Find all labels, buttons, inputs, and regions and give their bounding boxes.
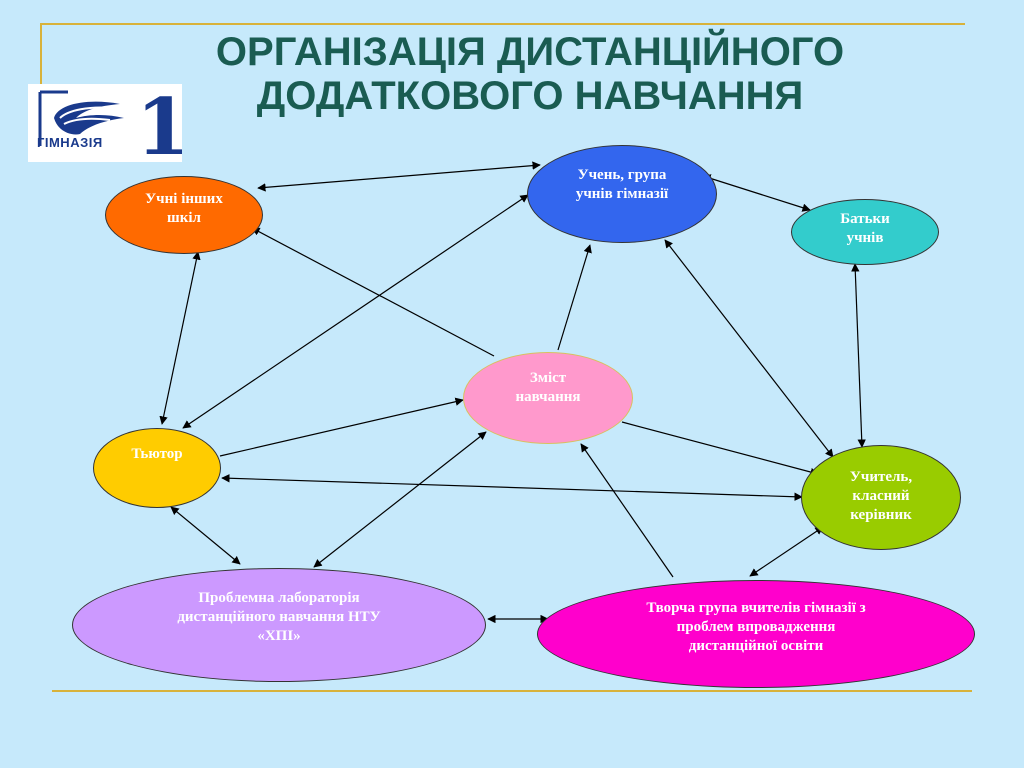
node-student-group: Учень, група учнів гімназії bbox=[527, 145, 717, 243]
title-line-1: ОРГАНІЗАЦІЯ ДИСТАНЦІЙНОГО bbox=[215, 30, 845, 74]
node-label-line: учнів bbox=[846, 230, 884, 246]
edge-tutor-teacher bbox=[221, 474, 803, 501]
page-title: ОРГАНІЗАЦІЯ ДИСТАНЦІЙНОГО ДОДАТКОВОГО НА… bbox=[120, 30, 940, 118]
node-label-line: навчання bbox=[515, 389, 581, 405]
node-label-line: Проблемна лабораторія bbox=[198, 590, 360, 606]
node-label-line: дистанційної освіти bbox=[688, 638, 824, 654]
node-label-line: Творча група вчителів гімназії з bbox=[646, 600, 866, 616]
node-label-line: Батьки bbox=[840, 211, 890, 227]
edge-others-student bbox=[257, 161, 541, 192]
node-other-schools-students: Учні інших шкіл bbox=[105, 176, 263, 254]
logo-text: ГІМНАЗІЯ bbox=[37, 135, 103, 150]
edge-lab-content bbox=[313, 431, 487, 568]
title-line-2: ДОДАТКОВОГО НАВЧАННЯ bbox=[256, 74, 804, 118]
edge-group-teacher bbox=[749, 526, 824, 577]
bottom-rule bbox=[52, 690, 972, 692]
edge-student-teacher bbox=[664, 239, 834, 458]
node-label-line: Учень, група bbox=[577, 167, 667, 183]
node-teacher: Учитель, класний керівник bbox=[801, 445, 961, 550]
logo-numeral: 1 bbox=[136, 84, 182, 162]
node-label-line: Учитель, bbox=[849, 469, 913, 485]
node-label-line: Учні інших bbox=[145, 191, 223, 207]
edge-content-teacher bbox=[621, 421, 819, 477]
logo-emblem-icon: 1 bbox=[29, 84, 182, 162]
node-parents: Батьки учнів bbox=[791, 199, 939, 265]
node-label-line: керівник bbox=[850, 507, 912, 523]
node-label-line: дистанційного навчання НТУ bbox=[177, 609, 381, 625]
edge-tutor-lab bbox=[170, 506, 241, 565]
node-label-line: класний bbox=[852, 488, 910, 504]
gymnasium-logo: 1 ГІМНАЗІЯ bbox=[28, 84, 182, 162]
edge-content-student bbox=[557, 244, 592, 351]
left-rule bbox=[40, 23, 42, 103]
node-tutor: Тьютор bbox=[93, 428, 221, 508]
edge-group-content bbox=[580, 443, 674, 578]
top-rule bbox=[40, 23, 965, 25]
node-label-line: «ХПІ» bbox=[257, 628, 301, 644]
edge-tutor-content bbox=[219, 397, 464, 457]
edge-others-tutor bbox=[159, 251, 201, 425]
node-problem-lab: Проблемна лабораторія дистанційного навча… bbox=[72, 568, 486, 682]
node-label-line: учнів гімназії bbox=[575, 186, 669, 202]
edge-content-others bbox=[251, 227, 495, 357]
node-label-line: проблем впровадження bbox=[676, 619, 836, 635]
edge-tutor-student bbox=[182, 194, 529, 429]
edge-student-parents bbox=[702, 174, 811, 212]
node-label-line: Зміст bbox=[529, 370, 567, 386]
node-learning-content: Зміст навчання bbox=[463, 352, 633, 444]
node-label-line: шкіл bbox=[167, 210, 201, 226]
edge-parents-teacher bbox=[851, 263, 866, 448]
node-creative-group: Творча група вчителів гімназії з проблем … bbox=[537, 580, 975, 688]
node-label-line: Тьютор bbox=[131, 446, 183, 462]
